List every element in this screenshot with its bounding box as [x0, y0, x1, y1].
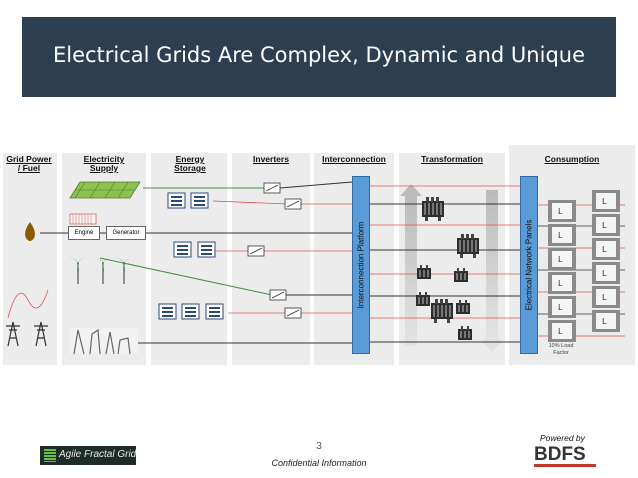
header-consumption: Consumption — [544, 154, 600, 164]
load-icon — [548, 190, 620, 342]
transformer-icon — [416, 197, 479, 340]
header-grid-power: Grid Power/ Fuel — [6, 154, 52, 173]
power-plant-icon — [70, 328, 138, 355]
header-inverters: Inverters — [253, 154, 289, 164]
bdfs-logo: BDFS — [534, 445, 596, 467]
generator-box: Generator — [106, 226, 146, 240]
page-number: 3 — [316, 441, 322, 452]
header-transformation: Transformation — [421, 154, 483, 164]
electrical-network-label: Electrical Network Panels — [524, 219, 534, 311]
connector-lines — [40, 181, 625, 344]
interconnection-platform-label: Interconnection Platform — [356, 221, 366, 309]
solar-panel-icon — [69, 181, 141, 199]
title-bar: Electrical Grids Are Complex, Dynamic an… — [22, 17, 616, 97]
confidential-label: Confidential Information — [271, 458, 367, 468]
sine-wave-icon — [7, 289, 49, 319]
powered-by-label: Powered by — [540, 433, 585, 443]
agile-fractal-grid-logo: Agile Fractal Grid — [40, 446, 136, 465]
arrow-up-icon — [400, 184, 422, 346]
arrow-down-icon — [481, 190, 503, 352]
fuel-drop-icon — [25, 222, 35, 241]
turbine-icon — [68, 255, 133, 285]
electrical-network-panel: Electrical Network Panels — [520, 176, 538, 354]
engine-icon — [69, 213, 97, 225]
slide-title: Electrical Grids Are Complex, Dynamic an… — [52, 43, 586, 67]
transmission-tower-icon — [6, 321, 48, 347]
header-interconnection: Interconnection — [322, 154, 386, 164]
battery-icon — [158, 192, 224, 320]
logo-mark-icon — [44, 449, 56, 462]
interconnection-platform-panel: Interconnection Platform — [352, 176, 370, 354]
engine-box: Engine — [68, 226, 100, 240]
